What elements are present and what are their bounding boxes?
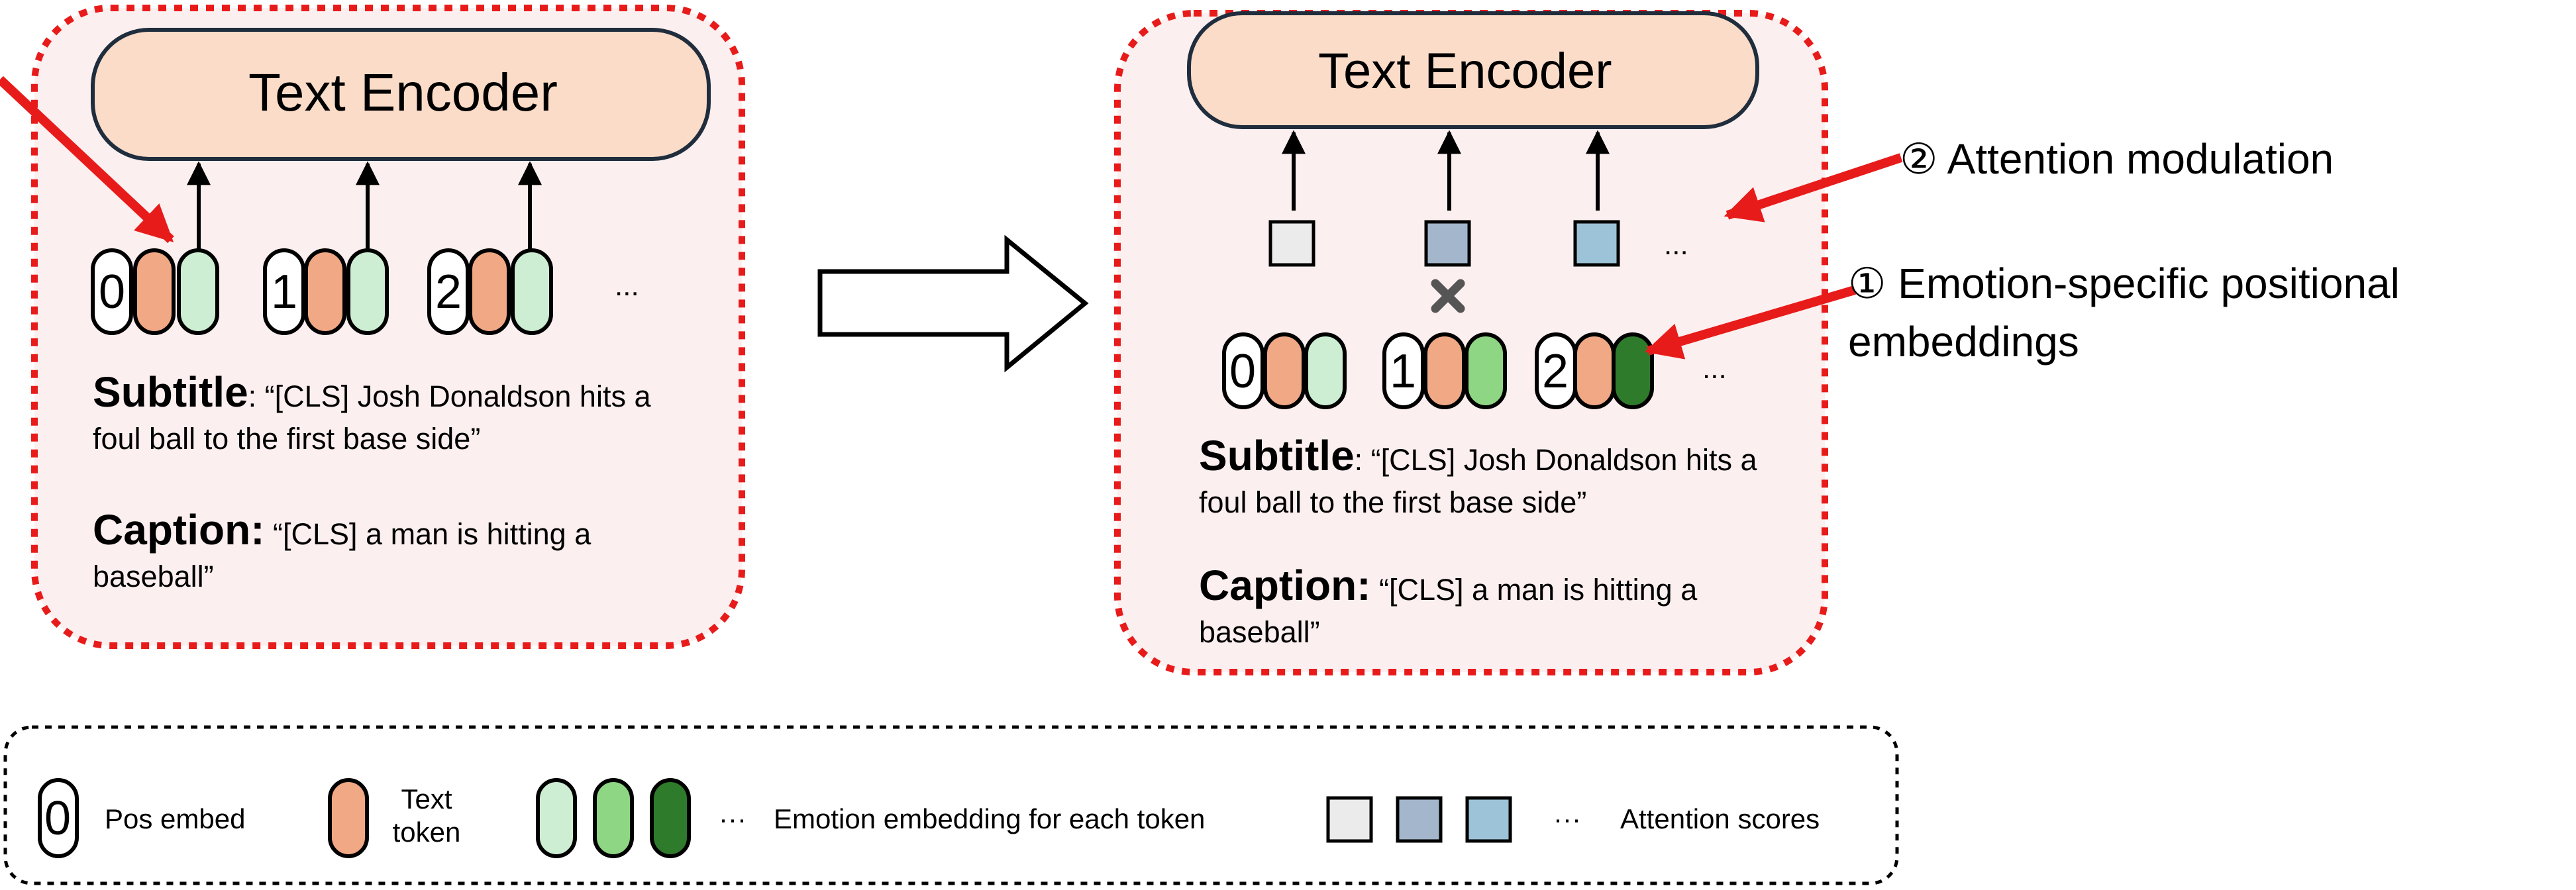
- legend-box: [3, 725, 1899, 885]
- left-text-token-2: [468, 248, 511, 335]
- attention-score-2: [1573, 220, 1620, 267]
- multiply-icon: [1431, 279, 1465, 313]
- left-pos-embed-0: [91, 248, 133, 335]
- left-emotion-embed-2: [511, 248, 553, 335]
- legend-attn-gray-swatch: [1326, 796, 1373, 843]
- transition-arrow: [817, 234, 1089, 373]
- right-subtitle-paragraph: Subtitle: “[CLS] Josh Donaldson hits a f…: [1199, 434, 1769, 524]
- left-subtitle-label: Subtitle: [93, 368, 248, 416]
- legend-pos-digit: 0: [44, 792, 72, 845]
- right-pos-embed-0: [1222, 332, 1264, 409]
- left-red-arrow: [0, 75, 174, 244]
- left-text-token-1: [304, 248, 346, 335]
- positional-red-arrow: [1644, 285, 1856, 360]
- attention-modulation-annotation: ② Attention modulation: [1900, 135, 2334, 183]
- right-text-token-0: [1263, 332, 1306, 409]
- right-emotion-embed-0: [1304, 332, 1347, 409]
- legend-pos-embed-swatch: [38, 778, 79, 858]
- right-subtitle-sep: :: [1354, 443, 1371, 477]
- legend-emotion-mid-swatch: [593, 778, 634, 858]
- left-pos-embed-2: [427, 248, 470, 335]
- left-caption-text: “[CLS] a man is hitting a baseball”: [93, 517, 592, 593]
- legend-emotion-label: Emotion embedding for each token: [774, 803, 1206, 834]
- right-emotion-embed-1: [1465, 332, 1507, 409]
- left-caption-paragraph: Caption: “[CLS] a man is hitting a baseb…: [93, 509, 676, 598]
- left-subtitle-sep: :: [248, 379, 265, 413]
- attention-score-1: [1424, 220, 1471, 267]
- right-subtitle-text: “[CLS] Josh Donaldson hits a foul ball t…: [1199, 443, 1757, 519]
- left-subtitle-text: “[CLS] Josh Donaldson hits a foul ball t…: [93, 379, 651, 456]
- right-ellipsis-attn: ...: [1664, 228, 1688, 261]
- left-emotion-embed-1: [346, 248, 389, 335]
- right-subtitle-label: Subtitle: [1199, 432, 1355, 479]
- legend-emotion-dark-swatch: [650, 778, 691, 858]
- left-caption-label: Caption:: [93, 506, 265, 554]
- right-encoder-box: [1187, 11, 1759, 129]
- right-pos-embed-1: [1382, 332, 1425, 409]
- left-pos-embed-1: [263, 248, 305, 335]
- legend-attention-label: Attention scores: [1620, 803, 1820, 834]
- left-pos-label-1: 1: [271, 266, 298, 319]
- right-text-token-1: [1423, 332, 1466, 409]
- left-pos-label-0: 0: [99, 266, 126, 319]
- left-pos-label-2: 2: [435, 266, 462, 319]
- legend-emotion-light-swatch: [536, 778, 577, 858]
- right-pos-label-0: 0: [1229, 345, 1257, 398]
- left-ellipsis: ...: [615, 270, 639, 302]
- left-encoder-box: [91, 28, 711, 161]
- right-emotion-embed-2: [1612, 332, 1654, 409]
- left-panel: [31, 5, 745, 649]
- left-subtitle-paragraph: Subtitle: “[CLS] Josh Donaldson hits a f…: [93, 371, 689, 460]
- legend-attn-blue-swatch: [1465, 796, 1512, 843]
- legend-attn-steel-swatch: [1396, 796, 1443, 843]
- legend-attention-ellipsis: ···: [1553, 803, 1581, 834]
- right-text-token-2: [1573, 332, 1616, 409]
- attention-score-0: [1268, 220, 1315, 267]
- left-emotion-embed-0: [177, 248, 219, 335]
- attention-red-arrow: [1724, 153, 1903, 222]
- left-encoder-label: Text Encoder: [248, 63, 558, 122]
- legend-text-token-label: Text token: [392, 783, 461, 848]
- legend-pos-label: Pos embed: [105, 803, 246, 834]
- right-pos-label-1: 1: [1390, 345, 1417, 398]
- right-caption-text: “[CLS] a man is hitting a baseball”: [1199, 573, 1698, 649]
- legend-emotion-ellipsis: ···: [719, 803, 747, 834]
- right-caption-label: Caption:: [1199, 562, 1371, 609]
- right-pos-label-2: 2: [1542, 345, 1569, 398]
- right-caption-paragraph: Caption: “[CLS] a man is hitting a baseb…: [1199, 564, 1769, 654]
- right-encoder-label: Text Encoder: [1318, 43, 1612, 99]
- positional-embedding-annotation: ① Emotion-specific positional embeddings: [1848, 260, 2400, 366]
- legend-text-token-swatch: [328, 778, 369, 858]
- left-text-token-0: [133, 248, 176, 335]
- right-ellipsis-tokens: ...: [1702, 352, 1727, 385]
